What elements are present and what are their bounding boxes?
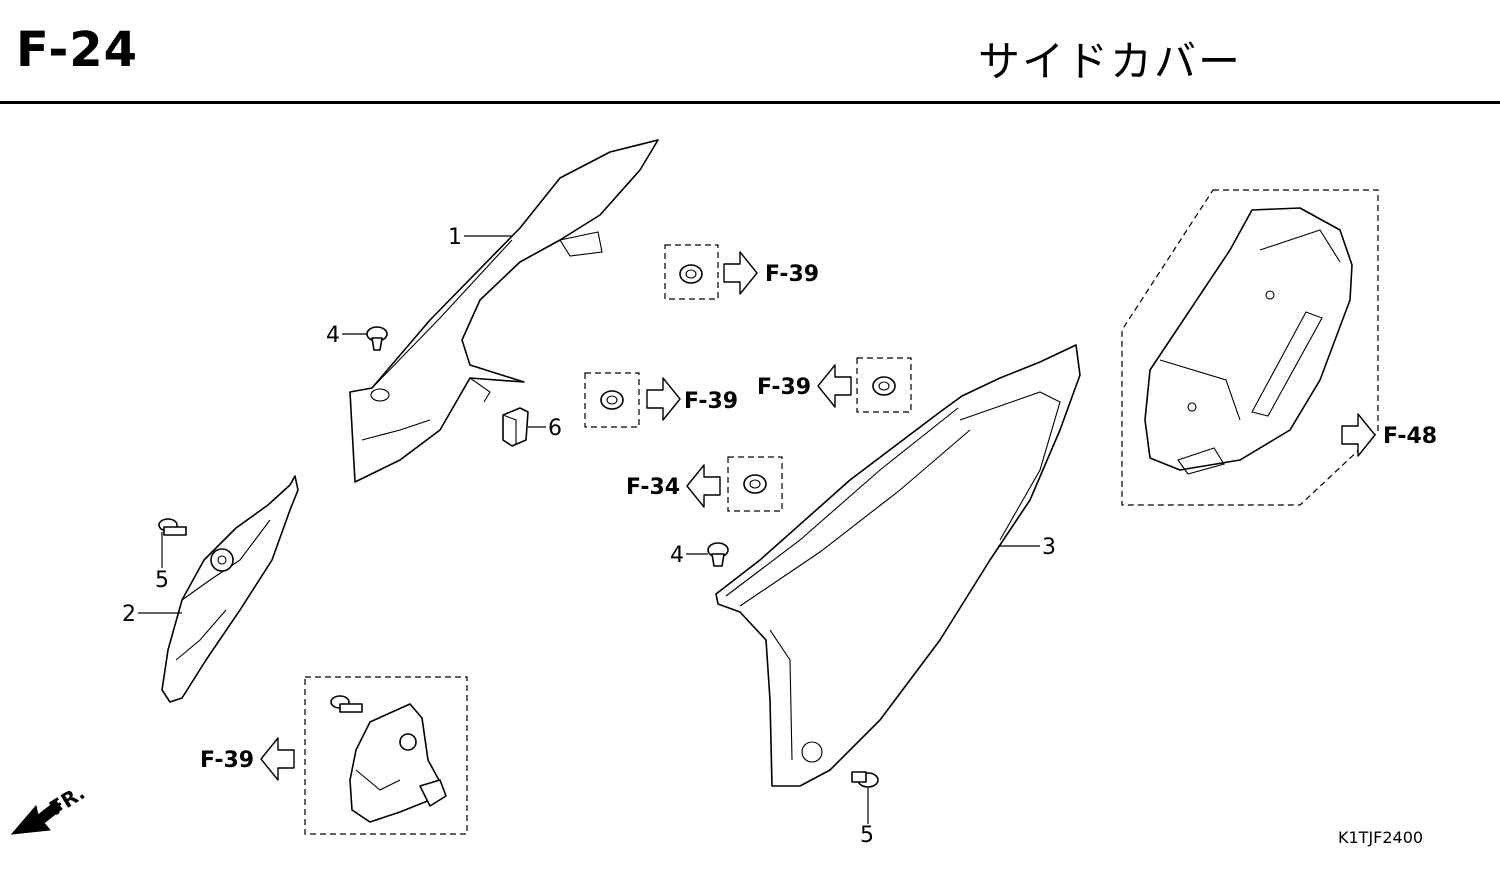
ref-label-f39-mid-right: F-39 (757, 375, 811, 400)
callout-4-upper: 4 (326, 323, 340, 348)
header-divider (0, 101, 1500, 104)
callout-3: 3 (1042, 535, 1056, 560)
grommet-box-lower (727, 456, 783, 512)
callout-5-left: 5 (155, 568, 169, 593)
callout-5-bottom: 5 (860, 823, 874, 848)
ref-arrow-f34 (686, 464, 721, 508)
bracket-assembly-box (304, 676, 468, 835)
part-3-side-cover (715, 344, 1081, 787)
ref-arrow-f48 (1341, 413, 1376, 457)
grommet-box-mid-right (856, 357, 912, 413)
part-4-clip-lower (707, 542, 729, 567)
ref-label-f48: F-48 (1383, 424, 1437, 449)
ref-label-f39-top: F-39 (765, 262, 819, 287)
grommet-box-top (664, 244, 719, 300)
page-title: サイドカバー (978, 37, 1243, 86)
ref-label-f39-bottom: F-39 (200, 748, 254, 773)
section-code: F-24 (16, 22, 139, 78)
callout-2: 2 (122, 602, 136, 627)
callout-6: 6 (548, 416, 562, 441)
drawing-code: K1TJF2400 (1338, 828, 1423, 847)
ref-label-f39-mid-left: F-39 (684, 389, 738, 414)
grommet-box-mid-left (584, 372, 640, 428)
part-2-front-cover (161, 475, 299, 703)
part-5-bolt-left (158, 518, 187, 536)
part-5-bolt-bottom (851, 771, 879, 788)
callout-1: 1 (448, 225, 462, 250)
ref-arrow-bottom (260, 737, 295, 781)
callout-4-lower: 4 (670, 543, 684, 568)
part-1-upper-cover (349, 139, 659, 483)
ref-arrow-top (723, 251, 758, 295)
ref-arrow-mid-right (817, 364, 852, 408)
ref-label-f34: F-34 (626, 475, 680, 500)
ref-arrow-mid-left (646, 377, 681, 421)
fr-arrow-icon (10, 800, 63, 835)
part-6-clip (502, 407, 529, 447)
part-4-clip-upper (366, 326, 388, 351)
airbox-assembly-box (1121, 189, 1379, 506)
